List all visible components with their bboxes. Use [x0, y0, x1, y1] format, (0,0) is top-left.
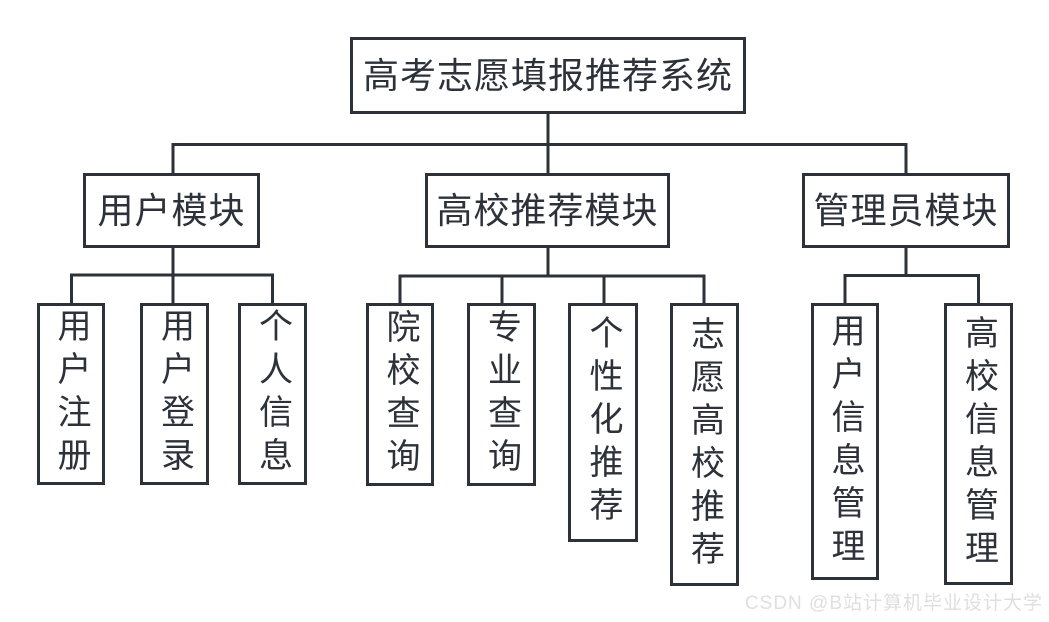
node-user-login: 用户登录 — [140, 303, 209, 485]
node-user-info-manage: 用户信息管理 — [811, 303, 879, 580]
node-user-register-label: 用户注册 — [52, 308, 90, 480]
node-personal-info: 个人信息 — [238, 303, 307, 485]
connector-recommend-module-to-children — [398, 246, 706, 304]
node-admin-module-label: 管理员模块 — [813, 189, 999, 231]
node-recommend-module-label: 高校推荐模块 — [436, 189, 659, 231]
node-volunteer-college-recommend-label: 志愿高校推荐 — [685, 315, 724, 574]
node-user-info-manage-label: 用户信息管理 — [826, 312, 864, 571]
node-college-info-manage: 高校信息管理 — [944, 303, 1013, 585]
node-college-info-manage-label: 高校信息管理 — [959, 315, 998, 573]
node-user-register: 用户注册 — [37, 303, 105, 485]
node-college-query-label: 院校查询 — [381, 308, 419, 481]
node-major-query: 专业查询 — [467, 303, 536, 486]
node-user-login-label: 用户登录 — [155, 308, 194, 480]
node-personalized-recommend-label: 个性化推荐 — [584, 315, 622, 530]
node-root-label: 高考志愿填报推荐系统 — [362, 54, 733, 96]
node-recommend-module: 高校推荐模块 — [425, 173, 670, 248]
connector-user-module-to-children — [70, 246, 274, 304]
node-user-module-label: 用户模块 — [97, 189, 246, 231]
node-major-query-label: 专业查询 — [482, 308, 521, 481]
node-admin-module: 管理员模块 — [802, 173, 1010, 248]
node-personalized-recommend: 个性化推荐 — [568, 303, 638, 542]
node-root: 高考志愿填报推荐系统 — [350, 37, 746, 114]
node-personal-info-label: 个人信息 — [253, 308, 292, 480]
connector-root-to-modules — [171, 113, 908, 174]
watermark-text: CSDN @B站计算机毕业设计大学 — [744, 593, 1043, 614]
node-volunteer-college-recommend: 志愿高校推荐 — [670, 303, 739, 586]
connector-admin-module-to-children — [843, 246, 980, 304]
node-user-module: 用户模块 — [83, 173, 260, 248]
node-college-query: 院校查询 — [366, 303, 434, 486]
